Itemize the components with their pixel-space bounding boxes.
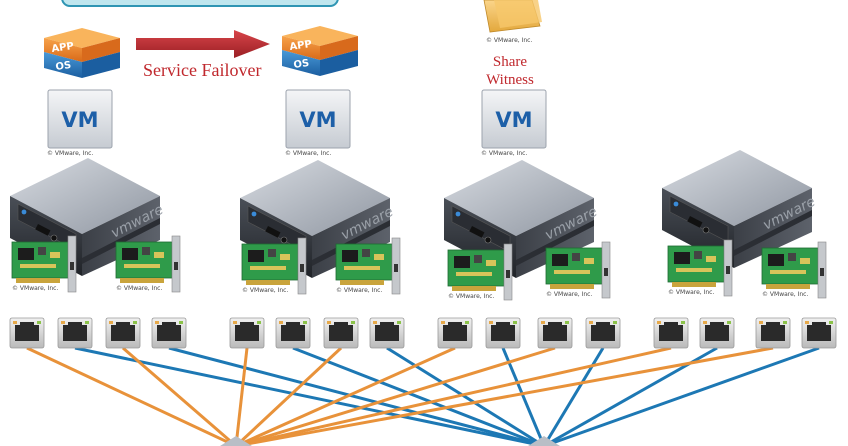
ethernet-port-icon[interactable] bbox=[537, 317, 573, 349]
nic-card-icon: © VMware, Inc. bbox=[11, 235, 77, 293]
ethernet-port-icon[interactable] bbox=[369, 317, 405, 349]
vm-copyright: © VMware, Inc. bbox=[285, 150, 331, 157]
orange-network-link bbox=[234, 347, 249, 446]
svg-text:© VMware, Inc.: © VMware, Inc. bbox=[116, 285, 162, 292]
cluster-banner bbox=[61, 0, 339, 7]
ethernet-port-icon[interactable] bbox=[653, 317, 689, 349]
ethernet-port-icon[interactable] bbox=[755, 317, 791, 349]
ethernet-port-icon[interactable] bbox=[57, 317, 93, 349]
nic-card-icon: © VMware, Inc. bbox=[241, 237, 307, 295]
ethernet-port-icon[interactable] bbox=[105, 317, 141, 349]
ethernet-port-icon[interactable] bbox=[485, 317, 521, 349]
nic-card-icon: © VMware, Inc. bbox=[761, 241, 827, 299]
ethernet-port-icon[interactable] bbox=[437, 317, 473, 349]
vm-copyright: © VMware, Inc. bbox=[47, 150, 93, 157]
ethernet-port-icon[interactable] bbox=[585, 317, 621, 349]
blue-network-link bbox=[74, 346, 545, 446]
nic-card-icon: © VMware, Inc. bbox=[667, 239, 733, 297]
switch-icon bbox=[528, 436, 560, 446]
blue-network-link bbox=[386, 346, 545, 446]
blue-network-link bbox=[168, 346, 545, 446]
svg-text:© VMware, Inc.: © VMware, Inc. bbox=[12, 285, 58, 292]
vm-icon: VM bbox=[47, 89, 113, 149]
nic-card-icon: © VMware, Inc. bbox=[335, 237, 401, 295]
orange-network-link bbox=[235, 346, 456, 446]
folder-copyright: © VMware, Inc. bbox=[486, 37, 532, 44]
failover-arrow-icon bbox=[136, 30, 270, 58]
server-icon: vmware bbox=[661, 149, 818, 269]
app-os-cube-icon: APP OS bbox=[44, 28, 120, 78]
svg-text:VM: VM bbox=[299, 108, 336, 132]
ethernet-port-icon[interactable] bbox=[801, 317, 837, 349]
switch-icon bbox=[220, 436, 252, 446]
orange-network-link bbox=[26, 346, 237, 446]
svg-text:© VMware, Inc.: © VMware, Inc. bbox=[762, 291, 808, 298]
blue-network-link bbox=[543, 346, 820, 446]
vm-icon: VM bbox=[285, 89, 351, 149]
network-links bbox=[26, 346, 820, 446]
blue-network-link bbox=[501, 347, 546, 446]
svg-text:OS: OS bbox=[293, 58, 310, 71]
witness-label-line2: Witness bbox=[486, 72, 534, 88]
orange-network-link bbox=[235, 346, 556, 446]
nic-card-icon: © VMware, Inc. bbox=[447, 243, 513, 301]
blue-network-link bbox=[542, 347, 605, 446]
svg-text:© VMware, Inc.: © VMware, Inc. bbox=[448, 293, 494, 300]
server-row: vmware vmware vmware vmware bbox=[9, 149, 818, 279]
svg-text:OS: OS bbox=[55, 60, 72, 73]
vm-icon: VM bbox=[481, 89, 547, 149]
ethernet-port-icon[interactable] bbox=[275, 317, 311, 349]
failover-label: Service Failover bbox=[143, 60, 261, 80]
svg-text:APP: APP bbox=[51, 41, 75, 55]
server-icon: vmware bbox=[443, 159, 600, 279]
ethernet-port-icon[interactable] bbox=[699, 317, 735, 349]
ethernet-port-icon[interactable] bbox=[9, 317, 45, 349]
vm-copyright: © VMware, Inc. bbox=[481, 150, 527, 157]
nic-card-icon: © VMware, Inc. bbox=[545, 241, 611, 299]
ethernet-port-icon[interactable] bbox=[151, 317, 187, 349]
svg-text:© VMware, Inc.: © VMware, Inc. bbox=[668, 289, 714, 296]
svg-text:© VMware, Inc.: © VMware, Inc. bbox=[336, 287, 382, 294]
svg-text:© VMware, Inc.: © VMware, Inc. bbox=[546, 291, 592, 298]
ethernet-port-icon[interactable] bbox=[229, 317, 265, 349]
svg-text:VM: VM bbox=[495, 108, 532, 132]
ethernet-port-icon[interactable] bbox=[323, 317, 359, 349]
server-icon: vmware bbox=[9, 157, 166, 277]
nic-card-row: © VMware, Inc. © VMware, Inc. © VMware, In… bbox=[11, 235, 827, 301]
ethernet-port-row bbox=[9, 317, 837, 349]
folder-icon bbox=[483, 0, 542, 33]
orange-network-link bbox=[122, 346, 237, 446]
nic-card-icon: © VMware, Inc. bbox=[115, 235, 181, 293]
orange-network-link bbox=[234, 346, 343, 446]
svg-text:© VMware, Inc.: © VMware, Inc. bbox=[242, 287, 288, 294]
svg-text:APP: APP bbox=[289, 39, 313, 53]
svg-text:VM: VM bbox=[61, 108, 98, 132]
orange-network-link bbox=[235, 346, 672, 446]
witness-label-line1: Share bbox=[493, 54, 527, 70]
server-icon: vmware bbox=[239, 159, 396, 279]
app-os-cube-icon: APP OS bbox=[282, 26, 358, 76]
orange-network-link bbox=[235, 346, 774, 446]
blue-network-link bbox=[292, 346, 545, 446]
